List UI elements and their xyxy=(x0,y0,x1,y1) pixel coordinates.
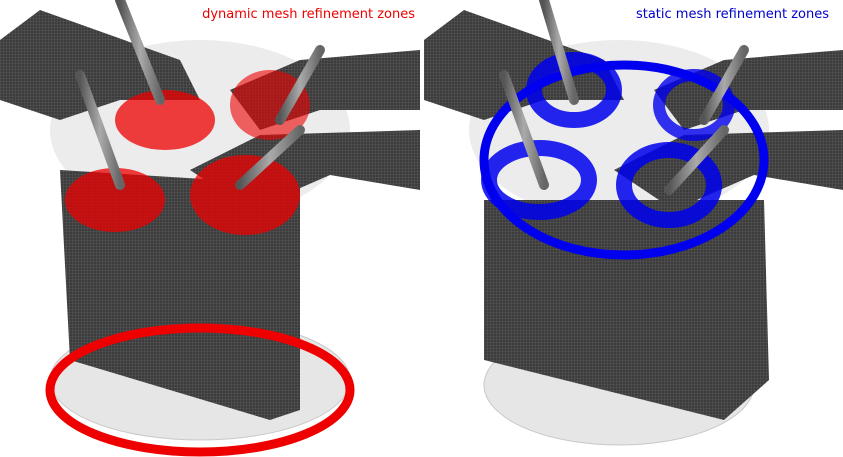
valve-refinement-zone xyxy=(653,69,735,141)
valve-refinement-zone xyxy=(526,52,622,128)
valve-refinement-zone xyxy=(481,140,597,220)
panel-caption: dynamic mesh refinement zones xyxy=(202,7,415,22)
valve-stems xyxy=(75,0,325,190)
cylinder-refinement-zone xyxy=(479,60,769,260)
engine-mesh-render-static xyxy=(424,0,843,446)
dynamic-refinement-panel: dynamic mesh refinement zones xyxy=(0,0,421,457)
valve-refinement-zone xyxy=(616,142,722,228)
valve-refinement-zone xyxy=(190,155,300,235)
valve-refinement-zone xyxy=(230,70,310,140)
valve-refinement-zone xyxy=(115,90,215,150)
engine-mesh-render-dynamic xyxy=(0,0,420,457)
valve-stems xyxy=(499,0,749,195)
piston-refinement-zone xyxy=(45,323,355,457)
static-refinement-panel: static mesh refinement zones xyxy=(424,0,843,457)
valve-refinement-zone xyxy=(65,168,165,232)
panel-caption: static mesh refinement zones xyxy=(635,7,829,22)
cylinder-mesh xyxy=(484,200,769,420)
panel-divider xyxy=(421,0,424,457)
